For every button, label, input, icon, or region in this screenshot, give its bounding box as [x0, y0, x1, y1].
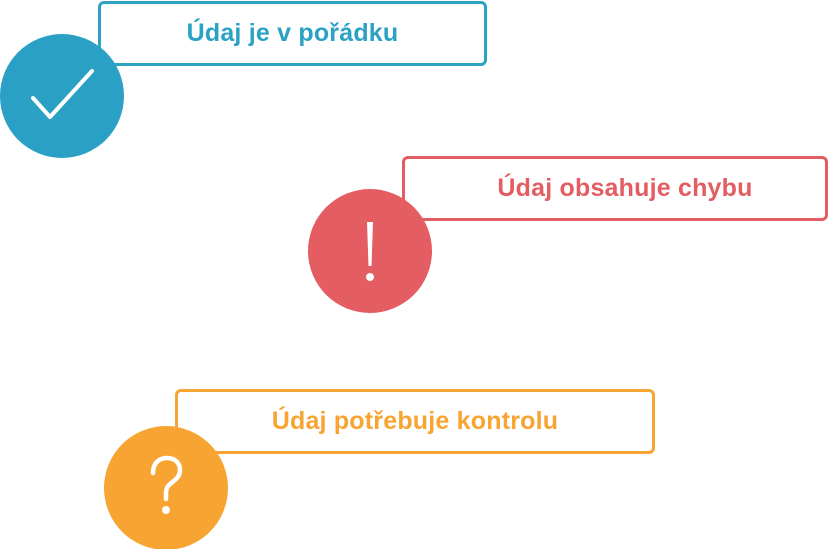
status-warning-label-box: Údaj potřebuje kontrolu	[175, 389, 655, 454]
status-ok-label-box: Údaj je v pořádku	[98, 1, 487, 66]
status-warning-badge	[104, 426, 228, 549]
status-ok-label: Údaj je v pořádku	[186, 19, 399, 47]
status-error-label: Údaj obsahuje chybu	[497, 174, 753, 202]
exclamation-icon	[366, 222, 374, 281]
status-error-badge	[308, 189, 432, 313]
status-error-label-box: Údaj obsahuje chybu	[402, 156, 828, 221]
status-warning-label: Údaj potřebuje kontrolu	[271, 407, 559, 435]
question-icon	[150, 455, 183, 514]
status-ok-badge	[0, 34, 124, 158]
checkmark-icon	[31, 69, 94, 119]
